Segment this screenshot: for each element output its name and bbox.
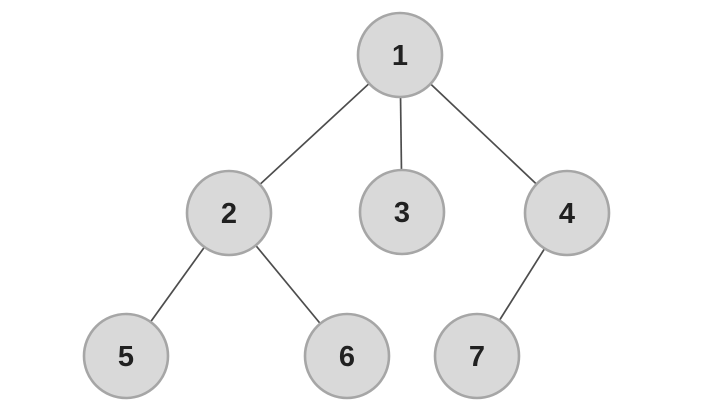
node-label-6: 6	[339, 341, 355, 373]
tree-node-1: 1	[356, 11, 444, 99]
node-circle-1	[356, 11, 444, 99]
tree-node-3: 3	[358, 168, 446, 256]
node-circle-2	[185, 169, 273, 257]
node-label-7: 7	[469, 341, 485, 373]
node-label-2: 2	[221, 198, 237, 230]
tree-node-6: 6	[303, 312, 391, 400]
tree-node-2: 2	[185, 169, 273, 257]
node-circle-6	[303, 312, 391, 400]
node-circle-4	[523, 169, 611, 257]
tree-node-5: 5	[82, 312, 170, 400]
node-label-5: 5	[118, 341, 134, 373]
tree-node-4: 4	[523, 169, 611, 257]
node-label-3: 3	[394, 197, 410, 229]
node-label-4: 4	[559, 198, 575, 230]
node-circle-3	[358, 168, 446, 256]
node-label-1: 1	[392, 40, 408, 72]
tree-node-7: 7	[433, 312, 521, 400]
node-circle-7	[433, 312, 521, 400]
node-circle-5	[82, 312, 170, 400]
